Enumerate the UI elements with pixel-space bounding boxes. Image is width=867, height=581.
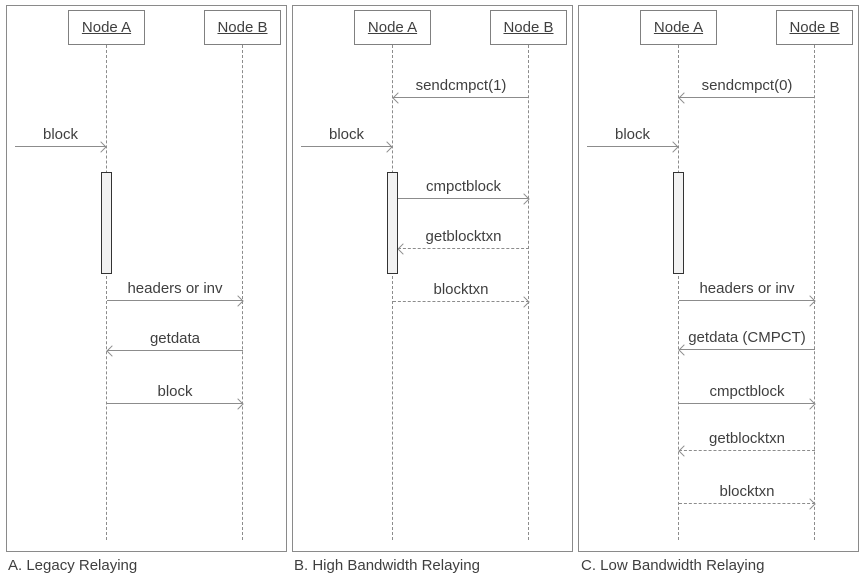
arrowhead-left-icon — [397, 243, 409, 255]
message-label: sendcmpct(1) — [415, 77, 507, 94]
arrowhead-left-icon — [678, 344, 690, 356]
message-label: blocktxn — [433, 281, 489, 298]
message-label: getdata — [149, 330, 201, 347]
caption-high-bandwidth-relaying: B. High Bandwidth Relaying — [294, 557, 480, 574]
activation-bar-node-a — [673, 172, 684, 274]
arrowhead-left-icon — [392, 92, 404, 104]
node-a-label: Node A — [367, 19, 418, 36]
message-label: block — [157, 383, 193, 400]
arrow-line — [106, 345, 243, 357]
arrowhead-right-icon — [95, 141, 107, 153]
message-label: headers or inv — [127, 280, 223, 297]
lifeline-node-b — [242, 45, 243, 540]
lifeline-node-a — [678, 45, 679, 540]
node-a-label: Node A — [81, 19, 132, 36]
arrow-line — [393, 296, 530, 308]
lifeline-node-a — [392, 45, 393, 540]
message-label: getblocktxn — [425, 228, 502, 245]
node-b-label: Node B — [503, 19, 554, 36]
message-label: getblocktxn — [709, 430, 785, 447]
lifeline-node-b — [528, 45, 529, 540]
message-label: cmpctblock — [425, 178, 502, 195]
message-label: blocktxn — [719, 483, 775, 500]
message-label: cmpctblock — [709, 383, 785, 400]
arrow-line — [397, 243, 529, 255]
node-b-label: Node B — [789, 19, 840, 36]
panel-high-bandwidth-relaying: Node A Node B sendcmpct(1) block cmpctbl… — [292, 5, 573, 552]
arrow-line — [678, 445, 815, 457]
lifeline-node-b — [814, 45, 815, 540]
node-a-label: Node A — [653, 19, 704, 36]
arrow-line — [678, 344, 815, 356]
arrow-line — [679, 398, 816, 410]
arrow-line — [301, 141, 393, 153]
arrowhead-left-icon — [678, 445, 690, 457]
message-label: sendcmpct(0) — [701, 77, 793, 94]
arrowhead-left-icon — [106, 345, 118, 357]
caption-legacy-relaying: A. Legacy Relaying — [8, 557, 138, 574]
arrowhead-right-icon — [667, 141, 679, 153]
activation-bar-node-a — [387, 172, 398, 274]
panel-low-bandwidth-relaying: Node A Node B sendcmpct(0) block headers… — [578, 5, 859, 552]
node-a-box: Node A — [68, 10, 145, 45]
lifeline-node-a — [106, 45, 107, 540]
node-b-label: Node B — [217, 19, 268, 36]
arrow-line — [587, 141, 679, 153]
arrow-line — [398, 193, 530, 205]
message-label: headers or inv — [699, 280, 795, 297]
arrow-line — [678, 92, 815, 104]
node-a-box: Node A — [354, 10, 431, 45]
message-label: block — [614, 126, 651, 143]
node-b-box: Node B — [490, 10, 567, 45]
message-label: getdata (CMPCT) — [688, 329, 806, 346]
arrowhead-left-icon — [678, 92, 690, 104]
arrow-line — [15, 141, 107, 153]
arrow-line — [679, 498, 816, 510]
activation-bar-node-a — [101, 172, 112, 274]
arrowhead-right-icon — [381, 141, 393, 153]
arrow-line — [679, 295, 816, 307]
node-b-box: Node B — [776, 10, 853, 45]
node-a-box: Node A — [640, 10, 717, 45]
arrow-line — [107, 295, 244, 307]
caption-low-bandwidth-relaying: C. Low Bandwidth Relaying — [581, 557, 765, 574]
message-label: block — [328, 126, 365, 143]
arrow-line — [392, 92, 529, 104]
panel-legacy-relaying: Node A Node B block headers or inv getda… — [6, 5, 287, 552]
message-label: block — [42, 126, 79, 143]
arrow-line — [107, 398, 244, 410]
node-b-box: Node B — [204, 10, 281, 45]
